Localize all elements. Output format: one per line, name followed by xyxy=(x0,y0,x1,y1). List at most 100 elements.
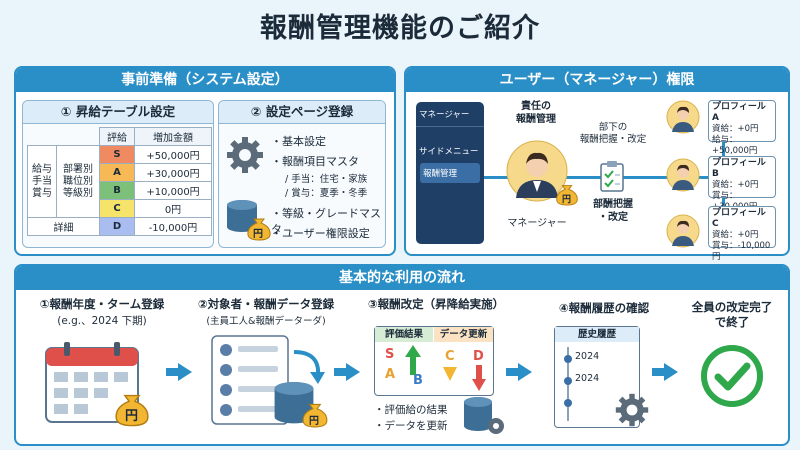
flow-arrow xyxy=(506,363,532,381)
history-year: 2024 xyxy=(575,351,600,362)
step3-bullet1: ・評価給の結果 xyxy=(374,404,448,416)
timeline-dot xyxy=(564,377,572,385)
timeline-dot xyxy=(564,399,572,407)
final-title: 全員の改定完了 で終了 xyxy=(691,300,773,329)
profile-line: 資給：+0円 xyxy=(712,180,759,190)
task-top-label: 部下の 報酬把握・改定 xyxy=(579,122,647,145)
sidebar-menu-label: サイドメニュー xyxy=(419,147,479,157)
settings-item-bonus: / 賞与：夏季・冬季 xyxy=(285,188,368,199)
grade-cell: B xyxy=(99,181,135,200)
down-arrow-icon xyxy=(472,365,486,391)
check-circle-icon xyxy=(701,345,763,407)
gear-icon xyxy=(615,393,649,427)
amount-cell: 0円 xyxy=(134,199,212,218)
settings-item-reward-master: ・報酬項目マスタ xyxy=(271,155,359,168)
history-header: 歴史履歴 xyxy=(555,327,639,342)
step3-board: 評価結果 データ更新 S A B D C D xyxy=(374,326,494,396)
money-bag-icon xyxy=(115,394,149,427)
step3-title: ③報酬改定（昇降給実施） xyxy=(367,297,505,311)
flow-arrow xyxy=(166,363,192,381)
employee-avatar-icon xyxy=(666,214,700,248)
row-category-label: 給与 手当 賞与 xyxy=(27,145,57,218)
profile-line: 資給：+0円 xyxy=(712,124,759,134)
profile-card-b: プロフィール B 資給：+0円 賞与：+30,000円 xyxy=(708,156,776,212)
flow-arrow xyxy=(652,363,678,381)
employee-avatar-icon xyxy=(666,100,700,134)
money-symbol: 円 xyxy=(125,409,139,424)
amount-cell: +30,000円 xyxy=(134,163,212,182)
money-bag-icon xyxy=(247,218,271,241)
page-title: 報酬管理機能のご紹介 xyxy=(260,13,540,44)
sidebar-mockup: マネージャー サイドメニュー 報酬管理 xyxy=(416,102,484,244)
profile-name: プロフィール B xyxy=(712,158,766,179)
settings-item-user-permission: ・ユーザー権限設定 xyxy=(271,227,370,240)
flow-header: 基本的な利用の流れ xyxy=(16,266,788,290)
manager-name-label: マネージャー xyxy=(507,218,567,229)
grade-letter: D xyxy=(473,349,484,364)
role-label: 責任の 報酬管理 xyxy=(516,101,556,125)
calendar-icon xyxy=(45,342,139,423)
raise-table-header: ① 昇給テーブル設定 xyxy=(23,101,213,124)
step3-right-header: データ更新 xyxy=(434,327,493,342)
amount-cell: +10,000円 xyxy=(134,181,212,200)
raise-table: 評給 増加金額 給与 手当 賞与 部署別 職位別 等級別 S +50,000円 … xyxy=(27,127,212,236)
settings-page-header: ② 設定ページ登録 xyxy=(219,101,385,124)
detail-label: 詳細 xyxy=(27,217,100,236)
profile-line: 賞与：-10,000円 xyxy=(712,241,771,262)
amount-cell: +50,000円 xyxy=(134,145,212,164)
grade-cell: C xyxy=(99,199,135,218)
sidebar-item-reward[interactable]: 報酬管理 xyxy=(420,163,480,183)
setup-header: 事前準備（システム設定） xyxy=(16,68,394,92)
step2-subtitle: (主員工人&報酬データーダ) xyxy=(206,316,326,327)
settings-item-allowance: / 手当：住宅・家族 xyxy=(285,174,368,185)
money-symbol: 円 xyxy=(253,229,263,240)
money-bag-icon xyxy=(302,403,328,428)
grade-cell: D xyxy=(99,217,135,236)
step2-title: ②対象者・報酬データ登録 xyxy=(197,297,335,311)
profile-line: 給与：+50,000円 xyxy=(712,135,758,156)
sidebar-manager-label: マネージャー xyxy=(416,102,484,127)
grade-letter: C xyxy=(445,349,455,364)
task-bottom-label: 部酬把握 ・改定 xyxy=(593,199,633,223)
step1-title: ①報酬年度・ターム登録 xyxy=(39,297,165,311)
profile-name: プロフィール C xyxy=(712,208,766,229)
database-icon xyxy=(227,200,257,232)
amount-cell: -10,000円 xyxy=(134,217,212,236)
clipboard-check-icon xyxy=(600,161,624,192)
down-arrow-icon xyxy=(443,367,457,381)
history-doc: 歴史履歴 2024 2024 xyxy=(554,326,640,428)
history-year: 2024 xyxy=(575,373,600,384)
timeline-dot xyxy=(564,355,572,363)
raise-table-section: ① 昇給テーブル設定 評給 増加金額 給与 手当 賞与 部署別 職位別 等級別 … xyxy=(22,100,214,248)
manager-avatar-icon xyxy=(506,140,568,202)
settings-item-basic: ・基本設定 xyxy=(271,135,326,148)
grade-cell: S xyxy=(99,145,135,164)
step1-subtitle: (e.g.、2024 下期) xyxy=(57,315,147,327)
step3-bullet2: ・データを更新 xyxy=(374,420,448,432)
profile-name: プロフィール A xyxy=(712,102,766,123)
money-symbol: 円 xyxy=(309,416,319,427)
grade-letter: A xyxy=(385,367,396,382)
grade-cell: A xyxy=(99,163,135,182)
flow-arrow xyxy=(334,363,360,381)
employee-avatar-icon xyxy=(666,158,700,192)
profile-card-c: プロフィール C 資給：+0円 賞与：-10,000円 xyxy=(708,206,776,262)
step4-title: ④報酬履歴の確認 xyxy=(558,301,650,315)
database-gear-icon xyxy=(464,397,504,434)
setup-panel: 事前準備（システム設定） ① 昇給テーブル設定 評給 増加金額 給与 手当 賞与… xyxy=(14,66,396,256)
manager-header: ユーザー（マネージャー）権限 xyxy=(406,68,788,92)
col-amount-header: 増加金額 xyxy=(134,127,212,146)
profile-card-a: プロフィール A 資給：+0円 給与：+50,000円 xyxy=(708,100,776,156)
money-bag-icon xyxy=(556,185,578,206)
row-mid-label: 部署別 職位別 等級別 xyxy=(56,145,100,218)
up-arrow-icon xyxy=(405,345,421,375)
user-list-icon xyxy=(211,335,289,425)
profile-line: 資給：+0円 xyxy=(712,230,759,240)
grade-letter: S xyxy=(385,347,395,362)
col-grade-header: 評給 xyxy=(99,127,135,146)
grade-letter: B xyxy=(413,373,423,388)
step3-left-header: 評価結果 xyxy=(375,327,433,342)
settings-item-grade-master: ・等級・グレードマスタ xyxy=(271,207,381,236)
settings-page-section: ② 設定ページ登録 円 ・基本設定 ・報酬項目マスタ / 手当：住宅・家族 / … xyxy=(218,100,386,248)
gear-icon xyxy=(227,137,263,173)
